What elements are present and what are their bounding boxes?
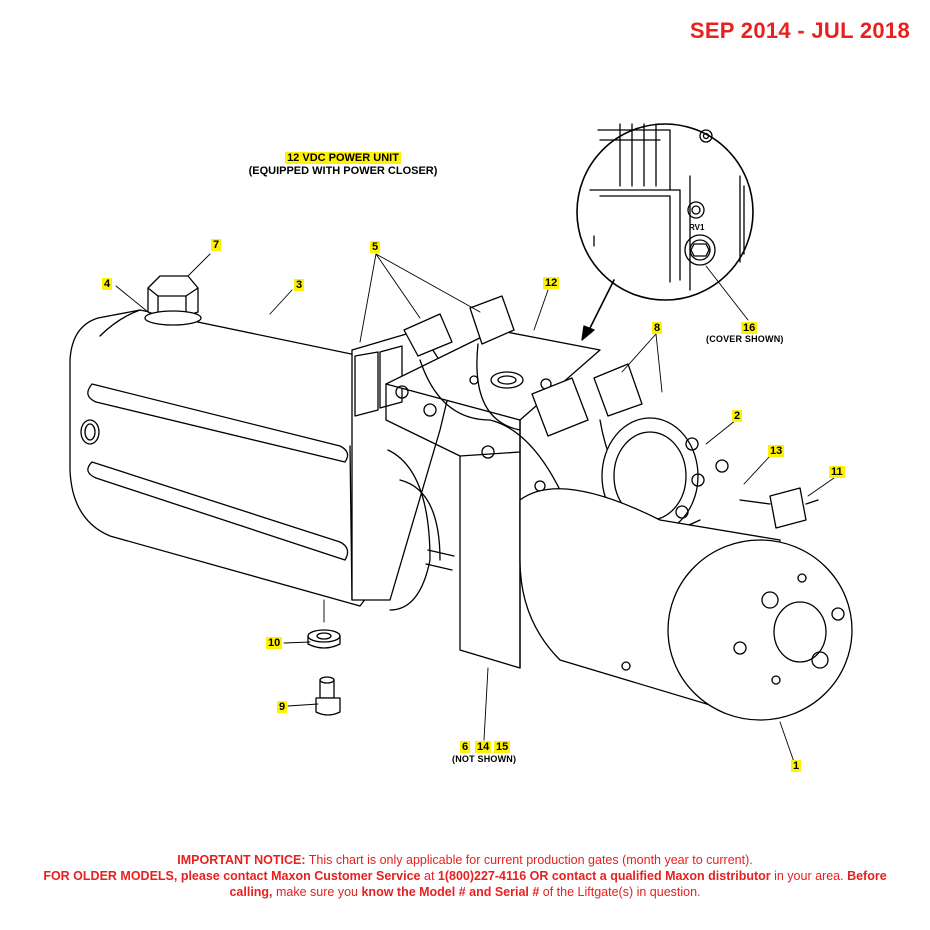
- callout-12: 12: [543, 277, 560, 289]
- ground-terminal: [739, 487, 819, 529]
- diagram-title: 12 VDC POWER UNIT (EQUIPPED WITH POWER C…: [236, 152, 450, 178]
- callout-4: 4: [102, 278, 113, 290]
- callout-6: 6: [460, 741, 471, 753]
- callout-15: 15: [494, 741, 511, 753]
- callout-1: 1: [791, 760, 802, 772]
- notice-before-calling: Before calling,: [229, 869, 887, 899]
- notice-text-2: at: [420, 869, 438, 883]
- cover-shown-note: (COVER SHOWN): [706, 334, 784, 344]
- title-line-1: 12 VDC POWER UNIT: [285, 152, 401, 164]
- callout-13: 13: [768, 445, 785, 457]
- magnifier-pointer: [587, 279, 615, 333]
- drain-plug: [315, 676, 341, 716]
- notice-text-6: of the Liftgate(s) in question.: [539, 885, 701, 899]
- callout-11: 11: [829, 466, 845, 478]
- callout-5: 5: [370, 241, 381, 253]
- callout-8: 8: [652, 322, 663, 334]
- reservoir-tank: [69, 309, 396, 607]
- callout-9: 9: [277, 701, 288, 713]
- notice-lead: IMPORTANT NOTICE:: [177, 853, 306, 867]
- not-shown-note: (NOT SHOWN): [452, 754, 517, 764]
- pump-housing: [351, 329, 455, 611]
- callout-3: 3: [294, 279, 305, 291]
- electric-motor: [519, 488, 853, 721]
- callout-16: 16: [741, 322, 758, 334]
- notice-know-model: know the Model # and Serial #: [361, 885, 540, 899]
- callout-7: 7: [211, 239, 222, 251]
- drain-grommet: [307, 629, 341, 649]
- notice-text-3: in your area: [770, 869, 841, 883]
- date-range: SEP 2014 - JUL 2018: [689, 18, 910, 43]
- notice-text-4: .: [840, 869, 848, 883]
- filler-cap: [144, 275, 202, 326]
- notice-older-models: FOR OLDER MODELS, please contact Maxon C…: [43, 869, 421, 883]
- detail-magnifier: [576, 123, 754, 301]
- title-line-2: (EQUIPPED WITH POWER CLOSER): [248, 165, 438, 177]
- callout-10: 10: [266, 637, 283, 649]
- callout-14: 14: [475, 741, 492, 753]
- leader-lines: [115, 253, 835, 763]
- magnifier-arrowhead: [581, 325, 595, 341]
- important-notice: IMPORTANT NOTICE: This chart is only app…: [40, 852, 890, 900]
- notice-phone: 1(800)227-4116 OR contact a qualified Ma…: [437, 869, 771, 883]
- callout-2: 2: [732, 410, 743, 422]
- notice-text-5: make sure you: [272, 885, 362, 899]
- notice-text-1: This chart is only applicable for curren…: [305, 853, 753, 867]
- rv1-label: RV1: [689, 223, 705, 232]
